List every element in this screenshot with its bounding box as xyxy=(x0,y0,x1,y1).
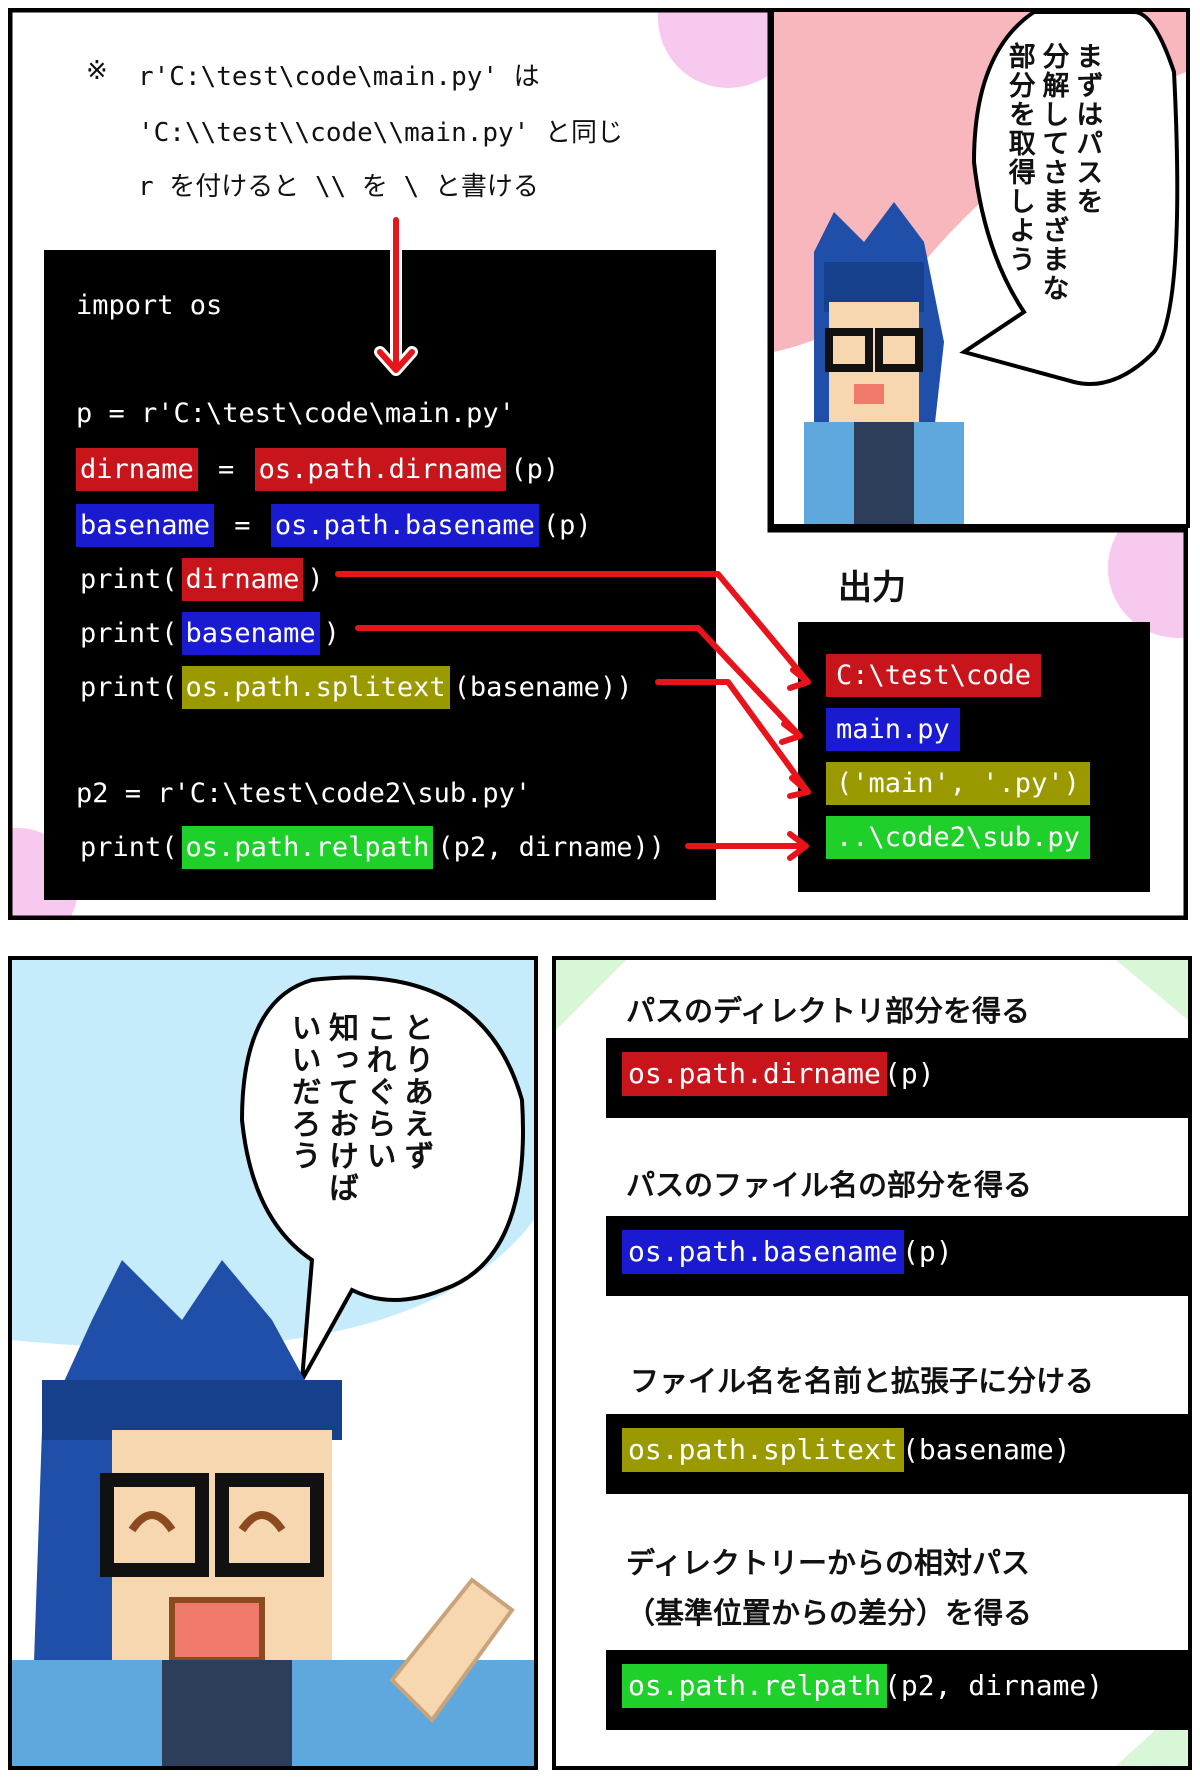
print-open: print( xyxy=(80,564,178,595)
ref-bar-dirname: os.path.dirname (p) xyxy=(606,1038,1188,1118)
code-block: import os p = r'C:\test\code\main.py' di… xyxy=(44,250,716,900)
ref-relpath-args: (p2, dirname) xyxy=(884,1669,1104,1702)
equals: = xyxy=(201,454,251,485)
ref-title-basename: パスのファイル名の部分を得る xyxy=(626,1168,1033,1202)
code-basename-line: basename = os.path.basename(p) xyxy=(76,504,596,547)
splitext-args: (basename)) xyxy=(453,672,633,703)
relpath-args: (p2, dirname)) xyxy=(437,832,665,863)
ref-basename-function: os.path.basename xyxy=(622,1230,904,1274)
ref-bar-relpath: os.path.relpath (p2, dirname) xyxy=(606,1650,1188,1730)
output-row-relpath: ..\code2\sub.py xyxy=(826,816,1090,859)
output-row-dirname: C:\test\code xyxy=(826,654,1042,697)
speech-bottom-line-2: これぐらい xyxy=(360,1012,396,1172)
splitext-function: os.path.splitext xyxy=(181,666,450,709)
character-panel-top: まずはパスを 分解してさまざまな 部分を取得しよう xyxy=(770,8,1190,528)
basename-variable: basename xyxy=(76,504,215,547)
code-print-dirname: print(dirname) xyxy=(76,558,328,601)
print-close: ) xyxy=(307,564,324,595)
output-row-basename: main.py xyxy=(826,708,960,751)
speech-bottom-line-4: いいだろう xyxy=(285,1012,321,1172)
reference-panel: パスのディレクトリ部分を得る os.path.dirname (p) パスのファ… xyxy=(552,956,1192,1770)
print-basename-arg: basename xyxy=(181,612,320,655)
ref-bar-splitext: os.path.splitext (basename) xyxy=(606,1414,1188,1494)
ref-bar-basename: os.path.basename (p) xyxy=(606,1216,1188,1296)
ref-title-relpath-1: ディレクトリーからの相対パス xyxy=(626,1546,1030,1580)
code-print-basename: print(basename) xyxy=(76,612,344,655)
note-mark: ※ xyxy=(86,56,108,86)
speech-bubble-top: まずはパスを 分解してさまざまな 部分を取得しよう xyxy=(1002,42,1103,362)
speech-bottom-line-3: 知っておけば xyxy=(323,1012,358,1204)
output-block: C:\test\code main.py ('main', '.py') ..\… xyxy=(798,622,1150,892)
print-open: print( xyxy=(80,832,178,863)
code-p2-assign: p2 = r'C:\test\code2\sub.py' xyxy=(76,778,532,809)
print-open: print( xyxy=(80,618,178,649)
relpath-function: os.path.relpath xyxy=(181,826,434,869)
ref-title-relpath-2: （基準位置からの差分）を得る xyxy=(626,1596,1033,1630)
code-print-splitext: print(os.path.splitext(basename)) xyxy=(76,666,636,709)
ref-title-splitext: ファイル名を名前と拡張子に分ける xyxy=(630,1364,1095,1398)
speech-bubble-bottom: とりあえず これぐらい 知っておけば いいだろう xyxy=(284,1012,434,1272)
dirname-args: (p) xyxy=(510,454,560,485)
print-open: print( xyxy=(80,672,178,703)
ref-title-dirname: パスのディレクトリ部分を得る xyxy=(626,994,1030,1028)
code-import: import os xyxy=(76,290,223,321)
note-line-2: 'C:\\test\\code\\main.py' と同じ xyxy=(138,118,623,148)
output-row-splitext: ('main', '.py') xyxy=(826,762,1090,805)
output-label: 出力 xyxy=(838,568,906,608)
character-scene-top xyxy=(774,12,1186,524)
note-line-1: r'C:\test\code\main.py' は xyxy=(138,62,540,92)
code-p-assign: p = r'C:\test\code\main.py' xyxy=(76,398,515,429)
basename-args: (p) xyxy=(542,510,592,541)
note-line-3: r を付けると \\ を \ と書ける xyxy=(138,172,539,202)
glasses-icon xyxy=(100,1473,324,1577)
dirname-function: os.path.dirname xyxy=(254,448,507,491)
print-close: ) xyxy=(323,618,340,649)
speech-bottom-line-1: とりあえず xyxy=(398,1012,433,1172)
ref-splitext-function: os.path.splitext xyxy=(622,1428,904,1472)
code-print-relpath: print(os.path.relpath(p2, dirname)) xyxy=(76,826,669,869)
ref-dirname-args: (p) xyxy=(884,1057,935,1090)
dirname-variable: dirname xyxy=(76,448,198,491)
basename-function: os.path.basename xyxy=(270,504,539,547)
ref-splitext-args: (basename) xyxy=(902,1433,1071,1466)
speech-top-line-3: 部分を取得しよう xyxy=(1003,42,1035,274)
code-dirname-line: dirname = os.path.dirname(p) xyxy=(76,448,563,491)
speech-top-line-1: まずはパスを xyxy=(1071,42,1103,216)
ref-relpath-function: os.path.relpath xyxy=(622,1664,887,1708)
character-panel-bottom: とりあえず これぐらい 知っておけば いいだろう xyxy=(8,956,538,1770)
ref-dirname-function: os.path.dirname xyxy=(622,1052,887,1096)
glasses-icon xyxy=(825,328,923,372)
character-scene-bottom xyxy=(12,960,534,1766)
ref-basename-args: (p) xyxy=(902,1235,953,1268)
equals: = xyxy=(218,510,267,541)
print-dirname-arg: dirname xyxy=(181,558,304,601)
speech-top-line-2: 分解してさまざまな xyxy=(1037,42,1069,303)
